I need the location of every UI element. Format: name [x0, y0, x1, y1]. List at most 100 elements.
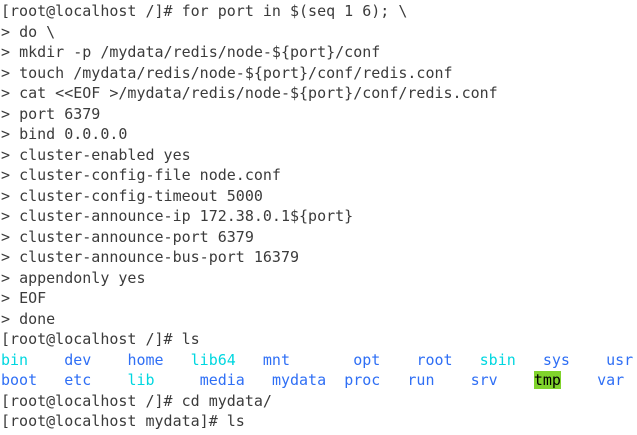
- ls-entry-gap: [516, 351, 543, 369]
- continuation-prompt: >: [1, 84, 20, 102]
- terminal-line: > cat <<EOF >/mydata/redis/node-${port}/…: [1, 83, 637, 104]
- command-text[interactable]: bind 0.0.0.0: [19, 125, 128, 143]
- command-text[interactable]: cluster-announce-port 6379: [19, 227, 254, 246]
- command-text[interactable]: cluster-announce-ip 172.38.0.1${port}: [19, 207, 354, 225]
- ls-entry-sys[interactable]: sys: [542, 350, 570, 369]
- shell-prompt: [root@localhost /]#: [1, 330, 182, 348]
- terminal-line: > cluster-enabled yes: [1, 145, 637, 166]
- ls-output-row: bin dev home lib64 mnt opt root sbin sys…: [1, 350, 637, 371]
- continuation-prompt: >: [1, 125, 20, 143]
- terminal-line: > do \: [1, 22, 637, 43]
- command-text[interactable]: EOF: [19, 289, 47, 307]
- terminal-line: > cluster-announce-ip 172.38.0.1${port}: [1, 206, 637, 227]
- terminal-line: > done: [1, 309, 637, 330]
- continuation-prompt: >: [1, 145, 20, 164]
- command-text[interactable]: done: [19, 309, 56, 328]
- terminal-line: [root@localhost mydata]# ls: [1, 411, 637, 432]
- continuation-prompt: >: [1, 166, 20, 184]
- ls-entry-root[interactable]: root: [416, 350, 453, 369]
- terminal-line: > touch /mydata/redis/node-${port}/conf/…: [1, 63, 637, 84]
- continuation-prompt: >: [1, 43, 20, 61]
- ls-entry-bin[interactable]: bin: [1, 350, 29, 369]
- terminal-line: [root@localhost /]# ls: [1, 329, 637, 350]
- ls-entry-gap: [236, 351, 263, 369]
- ls-entry-gap: [91, 351, 127, 369]
- terminal-line: [root@localhost /]# for port in $(seq 1 …: [1, 1, 637, 22]
- terminal-line: [root@localhost /]# cd mydata/: [1, 391, 637, 412]
- ls-entry-mydata[interactable]: mydata: [271, 371, 327, 389]
- shell-prompt: [root@localhost /]#: [1, 391, 182, 410]
- terminal-line: > cluster-config-file node.conf: [1, 165, 637, 186]
- command-text[interactable]: do \: [19, 22, 56, 41]
- ls-entry-var[interactable]: var: [597, 371, 625, 389]
- ls-entry-proc[interactable]: proc: [344, 371, 381, 389]
- continuation-prompt: >: [1, 207, 20, 225]
- ls-entry-srv[interactable]: srv: [470, 371, 498, 389]
- terminal-line: > bind 0.0.0.0: [1, 124, 637, 145]
- terminal-line: > cluster-announce-port 6379: [1, 227, 637, 248]
- ls-entry-usr[interactable]: usr: [606, 350, 634, 369]
- continuation-prompt: >: [1, 289, 20, 307]
- ls-entry-tmp[interactable]: tmp: [533, 371, 561, 389]
- ls-output-row: boot etc lib media mydata proc run srv t…: [1, 370, 637, 391]
- ls-entry-run[interactable]: run: [407, 371, 435, 389]
- command-text[interactable]: cd mydata/: [181, 391, 272, 410]
- ls-entry-gap: [326, 371, 344, 389]
- ls-entry-opt[interactable]: opt: [353, 350, 381, 369]
- ls-entry-media[interactable]: media: [199, 371, 245, 389]
- shell-prompt: [root@localhost mydata]#: [1, 412, 227, 430]
- command-text[interactable]: cluster-announce-bus-port 16379: [19, 248, 300, 266]
- command-text[interactable]: ls: [181, 330, 200, 348]
- command-text[interactable]: cluster-config-timeout 5000: [19, 186, 263, 205]
- ls-entry-gap: [290, 351, 353, 369]
- ls-entry-etc[interactable]: etc: [64, 371, 92, 389]
- continuation-prompt: >: [1, 309, 20, 328]
- command-text[interactable]: mkdir -p /mydata/redis/node-${port}/conf: [19, 43, 381, 61]
- command-text[interactable]: cluster-config-file node.conf: [19, 166, 281, 184]
- ls-entry-gap: [28, 351, 64, 369]
- terminal-line: > port 6379: [1, 104, 637, 125]
- command-text[interactable]: ls: [226, 412, 245, 430]
- command-text[interactable]: cluster-enabled yes: [19, 145, 191, 164]
- terminal-line: > EOF: [1, 288, 637, 309]
- terminal-line: > appendonly yes: [1, 268, 637, 289]
- continuation-prompt: >: [1, 268, 20, 287]
- command-text[interactable]: cat <<EOF >/mydata/redis/node-${port}/co…: [19, 84, 498, 102]
- terminal-line: > cluster-config-timeout 5000: [1, 186, 637, 207]
- ls-entry-gap: [380, 371, 407, 389]
- shell-prompt: [root@localhost /]#: [1, 2, 182, 20]
- ls-entry-gap: [155, 371, 200, 389]
- ls-entry-home[interactable]: home: [127, 350, 164, 369]
- continuation-prompt: >: [1, 104, 20, 123]
- ls-entry-gap: [37, 371, 64, 389]
- ls-entry-gap: [91, 371, 127, 389]
- command-text[interactable]: port 6379: [19, 104, 101, 123]
- ls-entry-gap: [453, 351, 480, 369]
- continuation-prompt: >: [1, 186, 20, 205]
- ls-entry-boot[interactable]: boot: [1, 371, 38, 389]
- ls-entry-redis[interactable]: redis: [1, 433, 46, 435]
- terminal-line: > mkdir -p /mydata/redis/node-${port}/co…: [1, 42, 637, 63]
- command-text[interactable]: touch /mydata/redis/node-${port}/conf/re…: [19, 63, 453, 82]
- ls-entry-sbin[interactable]: sbin: [479, 350, 516, 369]
- terminal-line: > cluster-announce-bus-port 16379: [1, 247, 637, 268]
- continuation-prompt: >: [1, 227, 20, 246]
- command-text[interactable]: appendonly yes: [19, 268, 146, 287]
- ls-entry-gap: [435, 371, 471, 389]
- ls-entry-gap: [498, 371, 534, 389]
- ls-entry-gap: [380, 351, 416, 369]
- ls-output-row: redis: [1, 432, 637, 435]
- ls-entry-mnt[interactable]: mnt: [262, 350, 290, 369]
- ls-entry-gap: [561, 371, 597, 389]
- continuation-prompt: >: [1, 63, 20, 82]
- ls-entry-gap: [245, 371, 272, 389]
- continuation-prompt: >: [1, 22, 20, 41]
- command-text[interactable]: for port in $(seq 1 6); \: [181, 2, 408, 20]
- ls-entry-dev[interactable]: dev: [64, 350, 92, 369]
- continuation-prompt: >: [1, 248, 20, 266]
- ls-entry-lib[interactable]: lib: [127, 371, 155, 389]
- ls-entry-lib64[interactable]: lib64: [190, 350, 236, 369]
- ls-entry-gap: [164, 351, 191, 369]
